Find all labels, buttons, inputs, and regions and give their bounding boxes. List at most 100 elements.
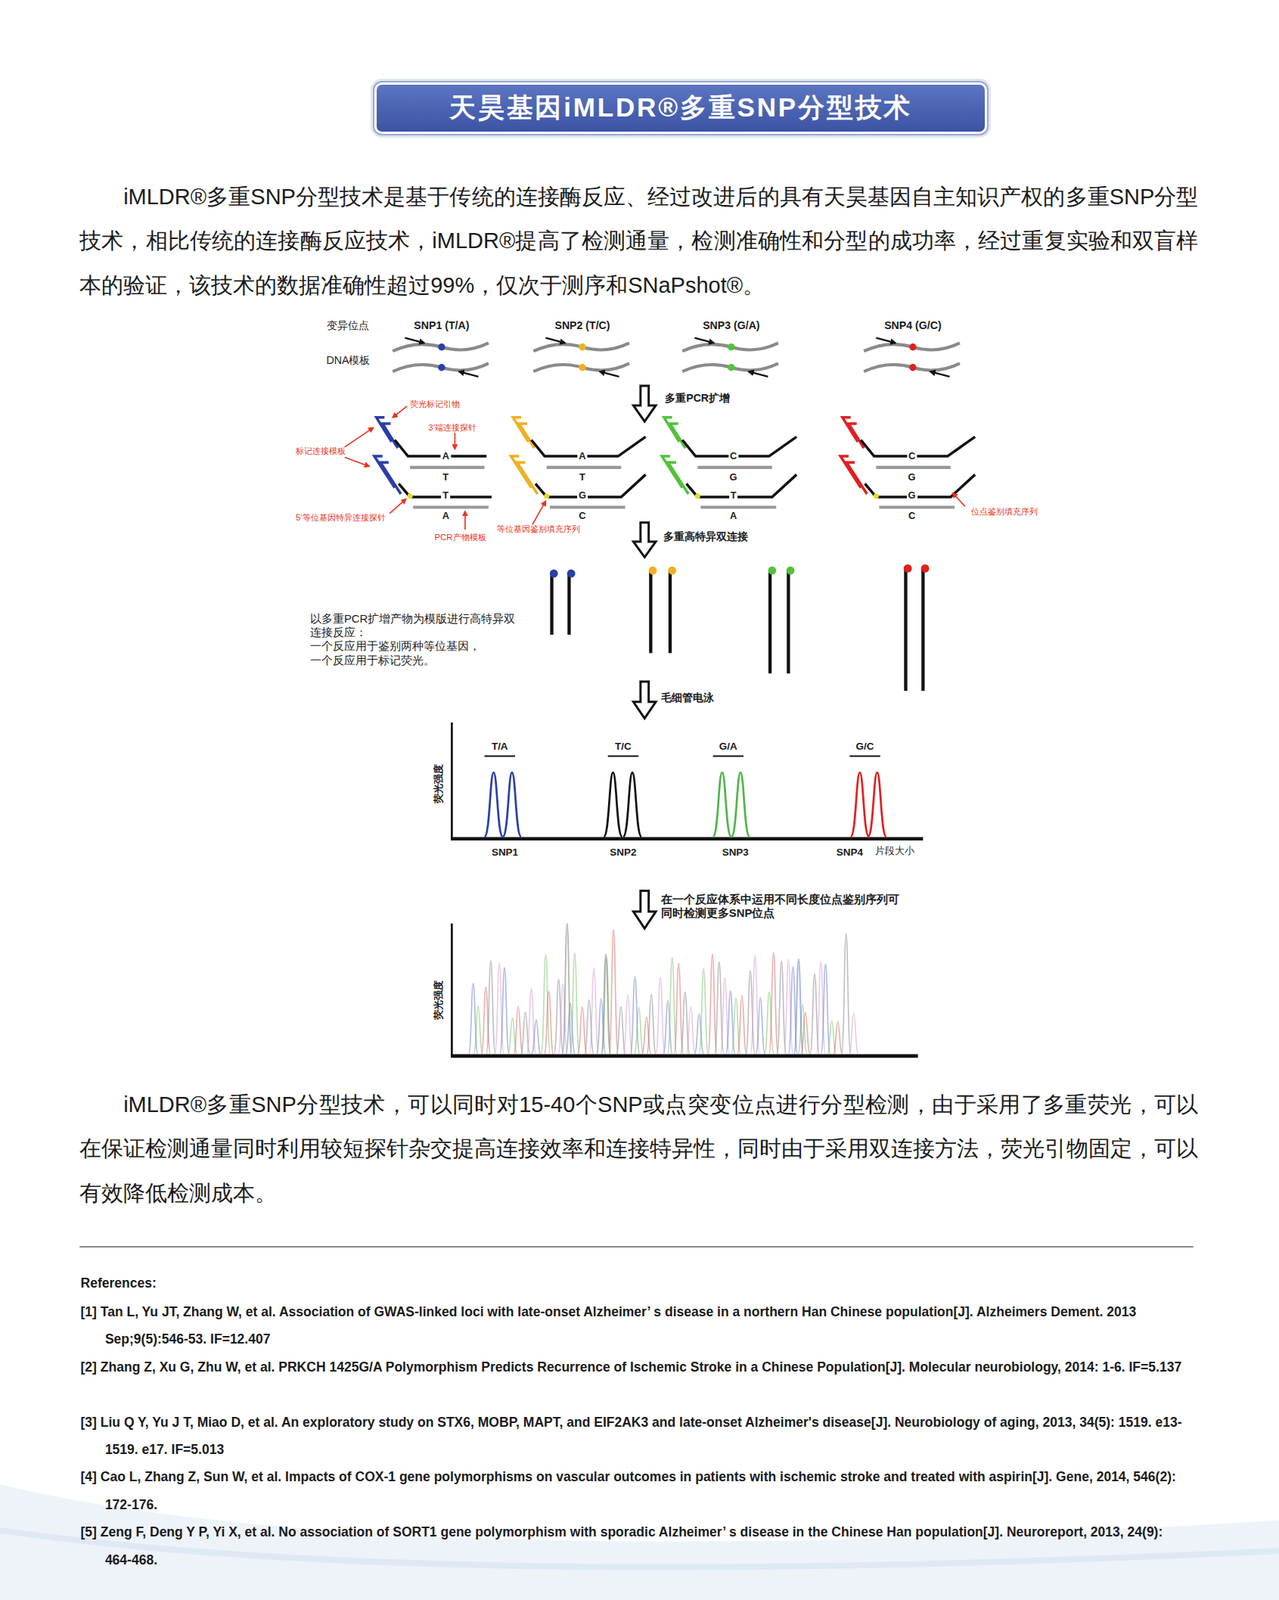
primer-line bbox=[661, 456, 683, 488]
dna-strand bbox=[533, 342, 630, 351]
ligation-product bbox=[903, 569, 907, 691]
primer-line bbox=[842, 417, 858, 442]
primer-arrow bbox=[545, 338, 565, 344]
diagram-label: SNP1 (T/A) bbox=[413, 319, 469, 332]
diagram-label: G/C bbox=[856, 740, 875, 753]
group-bracket bbox=[484, 755, 516, 758]
leader-line bbox=[389, 499, 407, 514]
process-arrow bbox=[633, 522, 656, 558]
peak bbox=[499, 967, 510, 1054]
peak bbox=[623, 994, 633, 1054]
diagram-label: SNP3 (G/A) bbox=[702, 319, 760, 332]
diagram-label: 在一个反应体系中运用不同长度位点鉴别序列可同时检测更多SNP位点 bbox=[661, 893, 902, 920]
peak bbox=[484, 772, 503, 837]
base-letter: G bbox=[906, 472, 918, 483]
leader-line bbox=[464, 511, 466, 530]
peak bbox=[737, 995, 747, 1055]
base-letter: T bbox=[577, 472, 587, 483]
ligation-probe bbox=[860, 436, 975, 457]
diagram-label: 毛细管电泳 bbox=[661, 691, 715, 704]
primer-line bbox=[670, 423, 686, 448]
peak bbox=[570, 953, 580, 1054]
base-letter: T bbox=[440, 490, 451, 501]
primer-line bbox=[848, 423, 864, 448]
callout-label: 3’端连接探针 bbox=[428, 423, 477, 434]
diagram-label: SNP3 bbox=[722, 847, 749, 860]
peak bbox=[713, 772, 732, 837]
primer-line bbox=[382, 423, 398, 448]
axis bbox=[450, 1054, 919, 1059]
pcr-template bbox=[878, 505, 955, 509]
peak bbox=[589, 968, 599, 1054]
peak bbox=[544, 991, 554, 1054]
diagram-label: SNP4 bbox=[836, 847, 864, 860]
ligation-product bbox=[668, 571, 672, 653]
base-letter: A bbox=[728, 511, 739, 522]
peak bbox=[623, 772, 642, 837]
peak bbox=[686, 1005, 696, 1054]
primer-line bbox=[846, 462, 867, 494]
process-arrow bbox=[633, 890, 656, 929]
diagram-label: T/A bbox=[491, 740, 509, 753]
diagram-label: 片段大小 bbox=[875, 844, 915, 857]
body-paragraph: iMLDR®多重SNP分型技术是基于传统的连接酶反应、经过改进后的具有天昊基因自… bbox=[79, 174, 1199, 308]
pcr-template bbox=[700, 505, 777, 509]
diagram-label: DNA模板 bbox=[326, 353, 371, 367]
callout-label: 标记连接模板 bbox=[295, 447, 346, 457]
ligation-product bbox=[768, 571, 772, 674]
ligation-probe bbox=[865, 474, 976, 497]
snp-dot bbox=[909, 343, 916, 351]
diagram-label: 以多重PCR扩增产物为模版进行高特异双连接反应： bbox=[310, 611, 519, 640]
peak bbox=[616, 1006, 626, 1055]
title-text: 天昊基因iMLDR®多重SNP分型技术 bbox=[449, 90, 913, 126]
peak bbox=[558, 984, 568, 1054]
peak bbox=[820, 963, 830, 1054]
group-bracket bbox=[608, 755, 639, 758]
primer-line bbox=[664, 417, 680, 442]
primer-arrow bbox=[930, 371, 950, 377]
base-letter: A bbox=[440, 450, 451, 461]
junction-dot bbox=[695, 493, 701, 499]
reference-entry: [4] Cao L, Zhang Z, Sun W, et al. Impact… bbox=[80, 1462, 1188, 1519]
primer-line bbox=[374, 456, 395, 488]
peak bbox=[769, 952, 779, 1054]
separator-line bbox=[79, 1245, 1194, 1248]
fluor-dot bbox=[767, 566, 777, 575]
primer-arrow bbox=[599, 371, 620, 377]
fluor-dot bbox=[648, 566, 658, 575]
peak bbox=[698, 968, 708, 1054]
dna-strand bbox=[863, 363, 960, 372]
diagram-label: 荧光强度 bbox=[432, 763, 445, 804]
callout-label: 荧光标记引物 bbox=[409, 400, 460, 410]
primer-arrow bbox=[459, 371, 479, 377]
primer-line bbox=[517, 462, 538, 494]
peak bbox=[601, 953, 611, 1054]
snp-dot bbox=[437, 343, 445, 351]
dna-strand bbox=[682, 342, 779, 351]
peak bbox=[603, 772, 622, 837]
peak bbox=[531, 1019, 541, 1054]
ligation-product bbox=[648, 571, 652, 653]
base-letter: A bbox=[577, 450, 587, 461]
junction-dot bbox=[543, 493, 550, 499]
callout-label: 等位基因鉴别填充序列 bbox=[496, 524, 581, 534]
peak bbox=[694, 1013, 704, 1054]
fluor-dot bbox=[921, 564, 930, 573]
peak bbox=[526, 988, 536, 1054]
snp-dot bbox=[909, 363, 916, 371]
peak bbox=[764, 991, 774, 1054]
leader-line bbox=[392, 406, 407, 418]
peak bbox=[755, 997, 765, 1054]
title-box: 天昊基因iMLDR®多重SNP分型技术 bbox=[374, 82, 988, 134]
ligation-probe bbox=[535, 474, 646, 497]
peak bbox=[513, 1006, 523, 1055]
reference-entry: [3] Liu Q Y, Yu J T, Miao D, et al. An e… bbox=[80, 1408, 1188, 1464]
base-letter: T bbox=[440, 472, 451, 483]
snp-dot bbox=[727, 363, 735, 371]
fluor-dot bbox=[549, 569, 559, 578]
base-letter: G bbox=[577, 490, 588, 501]
snp-dot bbox=[578, 343, 586, 351]
peak bbox=[849, 1012, 859, 1054]
primer-line bbox=[840, 456, 861, 488]
reference-entry: [2] Zhang Z, Xu G, Zhu W, et al. PRKCH 1… bbox=[80, 1353, 1188, 1381]
